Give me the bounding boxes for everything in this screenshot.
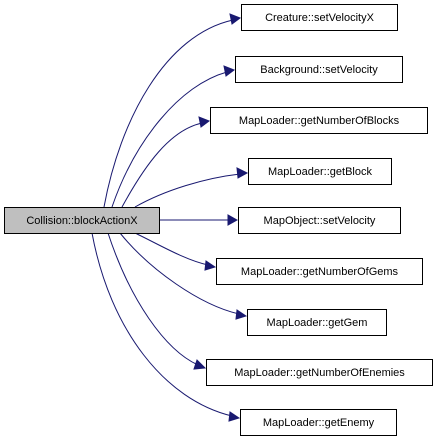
node-label: Background::setVelocity xyxy=(260,64,378,76)
node-label: MapLoader::getBlock xyxy=(268,166,372,178)
arrow-head-n2 xyxy=(223,65,236,77)
node-label: MapLoader::getNumberOfGems xyxy=(241,266,399,278)
node-maploader-getenemy[interactable]: MapLoader::getEnemy xyxy=(240,409,397,436)
node-maploader-getgem[interactable]: MapLoader::getGem xyxy=(247,309,387,336)
arrow-head-n7 xyxy=(235,309,248,320)
arrow-head-n6 xyxy=(204,260,217,271)
node-root-label: Collision::blockActionX xyxy=(26,215,138,227)
node-label: Creature::setVelocityX xyxy=(265,12,374,24)
arrow-head-n4 xyxy=(236,167,249,179)
arrow-head-n8 xyxy=(193,359,207,370)
node-label: MapLoader::getGem xyxy=(267,317,368,329)
arrow-head-n1 xyxy=(229,13,242,25)
node-label: MapLoader::getNumberOfBlocks xyxy=(239,115,400,127)
edge-root-to-n4 xyxy=(134,173,241,208)
node-mapobject-setvelocity[interactable]: MapObject::setVelocity xyxy=(238,207,401,234)
arrow-head-n3 xyxy=(198,116,211,128)
node-root[interactable]: Collision::blockActionX xyxy=(4,207,160,234)
node-background-setvelocity[interactable]: Background::setVelocity xyxy=(235,56,403,83)
arrow-head-n5 xyxy=(227,214,239,226)
node-maploader-getblock[interactable]: MapLoader::getBlock xyxy=(248,158,392,185)
node-label: MapLoader::getNumberOfEnemies xyxy=(234,367,405,379)
node-creature-setvelocityx[interactable]: Creature::setVelocityX xyxy=(241,4,398,31)
edge-root-to-n6 xyxy=(134,232,209,266)
edge-root-to-n8 xyxy=(107,232,199,366)
edge-root-to-n7 xyxy=(119,232,240,315)
edges xyxy=(91,13,249,422)
edge-root-to-n1 xyxy=(103,19,234,208)
edge-root-to-n3 xyxy=(121,122,203,208)
node-maploader-getnumberofblocks[interactable]: MapLoader::getNumberOfBlocks xyxy=(210,107,428,134)
node-label: MapObject::setVelocity xyxy=(264,215,376,227)
edge-root-to-n9 xyxy=(91,232,233,417)
node-label: MapLoader::getEnemy xyxy=(263,417,375,429)
edge-root-to-n2 xyxy=(111,71,228,208)
arrow-head-n9 xyxy=(228,411,241,422)
node-maploader-getnumberofgems[interactable]: MapLoader::getNumberOfGems xyxy=(216,258,423,285)
node-maploader-getnumberofenemies[interactable]: MapLoader::getNumberOfEnemies xyxy=(206,359,433,386)
